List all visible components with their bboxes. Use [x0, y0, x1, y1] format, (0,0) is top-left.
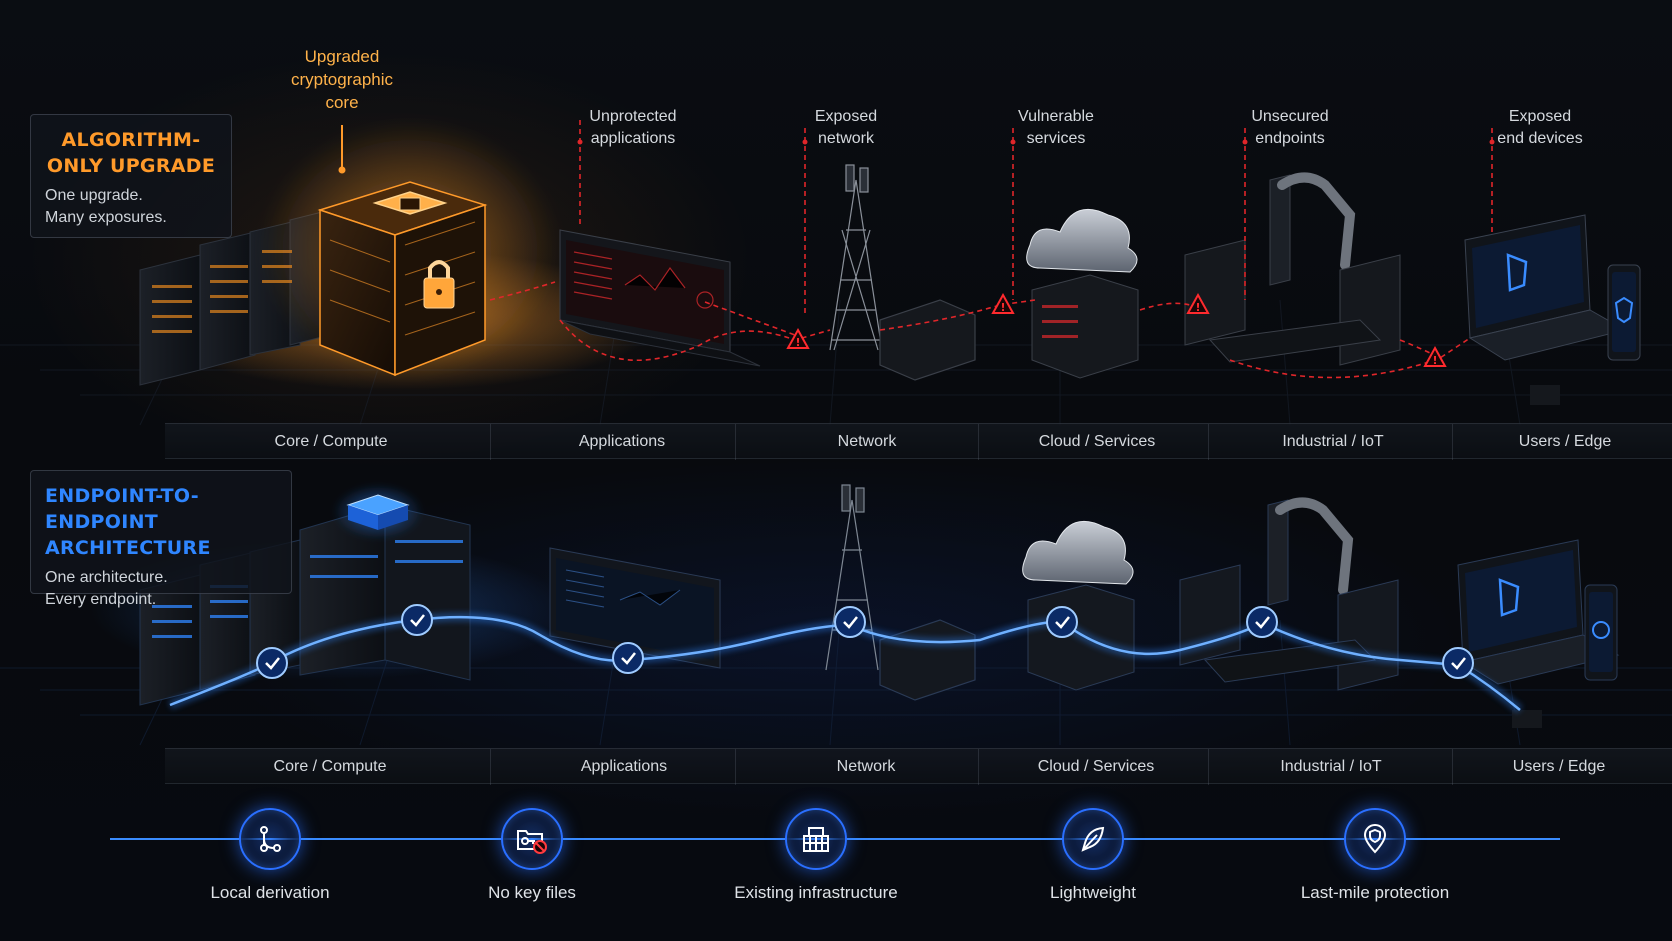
- secure-chip-cube: [333, 484, 423, 540]
- top-section-title: ALGORITHM-ONLY UPGRADE: [46, 129, 216, 177]
- algorithm-only-callout: ALGORITHM-ONLY UPGRADE One upgrade. Many…: [30, 114, 232, 238]
- feature-last-mile-protection: Last-mile protection: [1255, 808, 1495, 904]
- feature-lightweight: Lightweight: [973, 808, 1213, 904]
- feature-existing-infrastructure: Existing infrastructure: [696, 808, 936, 904]
- category-cloud-services: Cloud / Services: [1037, 758, 1155, 775]
- check-circle-icon: [834, 606, 866, 638]
- exposure-dots: [577, 139, 1495, 145]
- category-core-compute: Core / Compute: [273, 758, 387, 775]
- category-industrial-iot: Industrial / IoT: [1282, 433, 1384, 450]
- bottom-user-devices: [1457, 539, 1620, 728]
- top-user-devices: [1464, 214, 1641, 405]
- svg-text:!: !: [795, 336, 800, 349]
- top-category-band: Core / Compute Applications Network Clou…: [165, 423, 1672, 460]
- cryptographic-core-cube: [260, 120, 560, 380]
- warning-icon: !: [1186, 292, 1210, 314]
- category-cloud-services: Cloud / Services: [1038, 433, 1156, 450]
- category-network: Network: [837, 433, 897, 450]
- building-icon: [803, 827, 829, 852]
- endpoint-architecture-callout: ENDPOINT-TO-ENDPOINT ARCHITECTURE One ar…: [30, 470, 292, 608]
- bottom-category-band: Core / Compute Applications Network Clou…: [165, 748, 1672, 785]
- bottom-section-title: ENDPOINT-TO-ENDPOINT ARCHITECTURE: [45, 485, 211, 559]
- top-applications-dashboard: [559, 229, 761, 367]
- svg-text:!: !: [1432, 354, 1437, 367]
- location-shield-icon: [1363, 824, 1387, 854]
- category-applications: Applications: [580, 758, 668, 775]
- svg-text:!: !: [1000, 301, 1005, 314]
- category-core-compute: Core / Compute: [274, 433, 388, 450]
- warning-icons: ! ! ! !: [786, 292, 1447, 367]
- branch-icon: [260, 826, 281, 852]
- warning-icon: !: [786, 327, 810, 349]
- feather-icon: [1081, 826, 1105, 852]
- feature-no-key-files: No key files: [412, 808, 652, 904]
- check-circle-icon: [256, 647, 288, 679]
- category-users-edge: Users / Edge: [1518, 433, 1612, 450]
- top-industrial-robot: [1184, 172, 1401, 366]
- check-circle-icon: [1442, 647, 1474, 679]
- core-label: Upgraded cryptographic core: [290, 47, 394, 112]
- warning-icon: !: [1423, 345, 1447, 367]
- warning-icon: !: [991, 292, 1015, 314]
- feature-local-derivation: Local derivation: [150, 808, 390, 904]
- check-circle-icon: [1046, 606, 1078, 638]
- padlock-icon: [423, 260, 455, 309]
- top-section-subtitle: One upgrade. Many exposures.: [45, 187, 167, 226]
- category-network: Network: [836, 758, 896, 775]
- bottom-section-subtitle: One architecture. Every endpoint.: [45, 569, 168, 608]
- no-key-file-icon: [517, 830, 547, 854]
- bottom-cloud-services: [1022, 520, 1135, 691]
- bottom-applications-dashboard: [549, 547, 721, 669]
- bottom-industrial-robot: [1179, 497, 1399, 691]
- category-industrial-iot: Industrial / IoT: [1280, 758, 1382, 775]
- check-circle-icon: [1246, 606, 1278, 638]
- top-network-tower: [829, 164, 976, 381]
- category-users-edge: Users / Edge: [1512, 758, 1606, 775]
- category-applications: Applications: [578, 433, 666, 450]
- checkpoint-icons: [256, 604, 1474, 679]
- svg-text:!: !: [1195, 301, 1200, 314]
- check-circle-icon: [401, 604, 433, 636]
- check-circle-icon: [612, 642, 644, 674]
- top-cloud-services: [1026, 208, 1139, 379]
